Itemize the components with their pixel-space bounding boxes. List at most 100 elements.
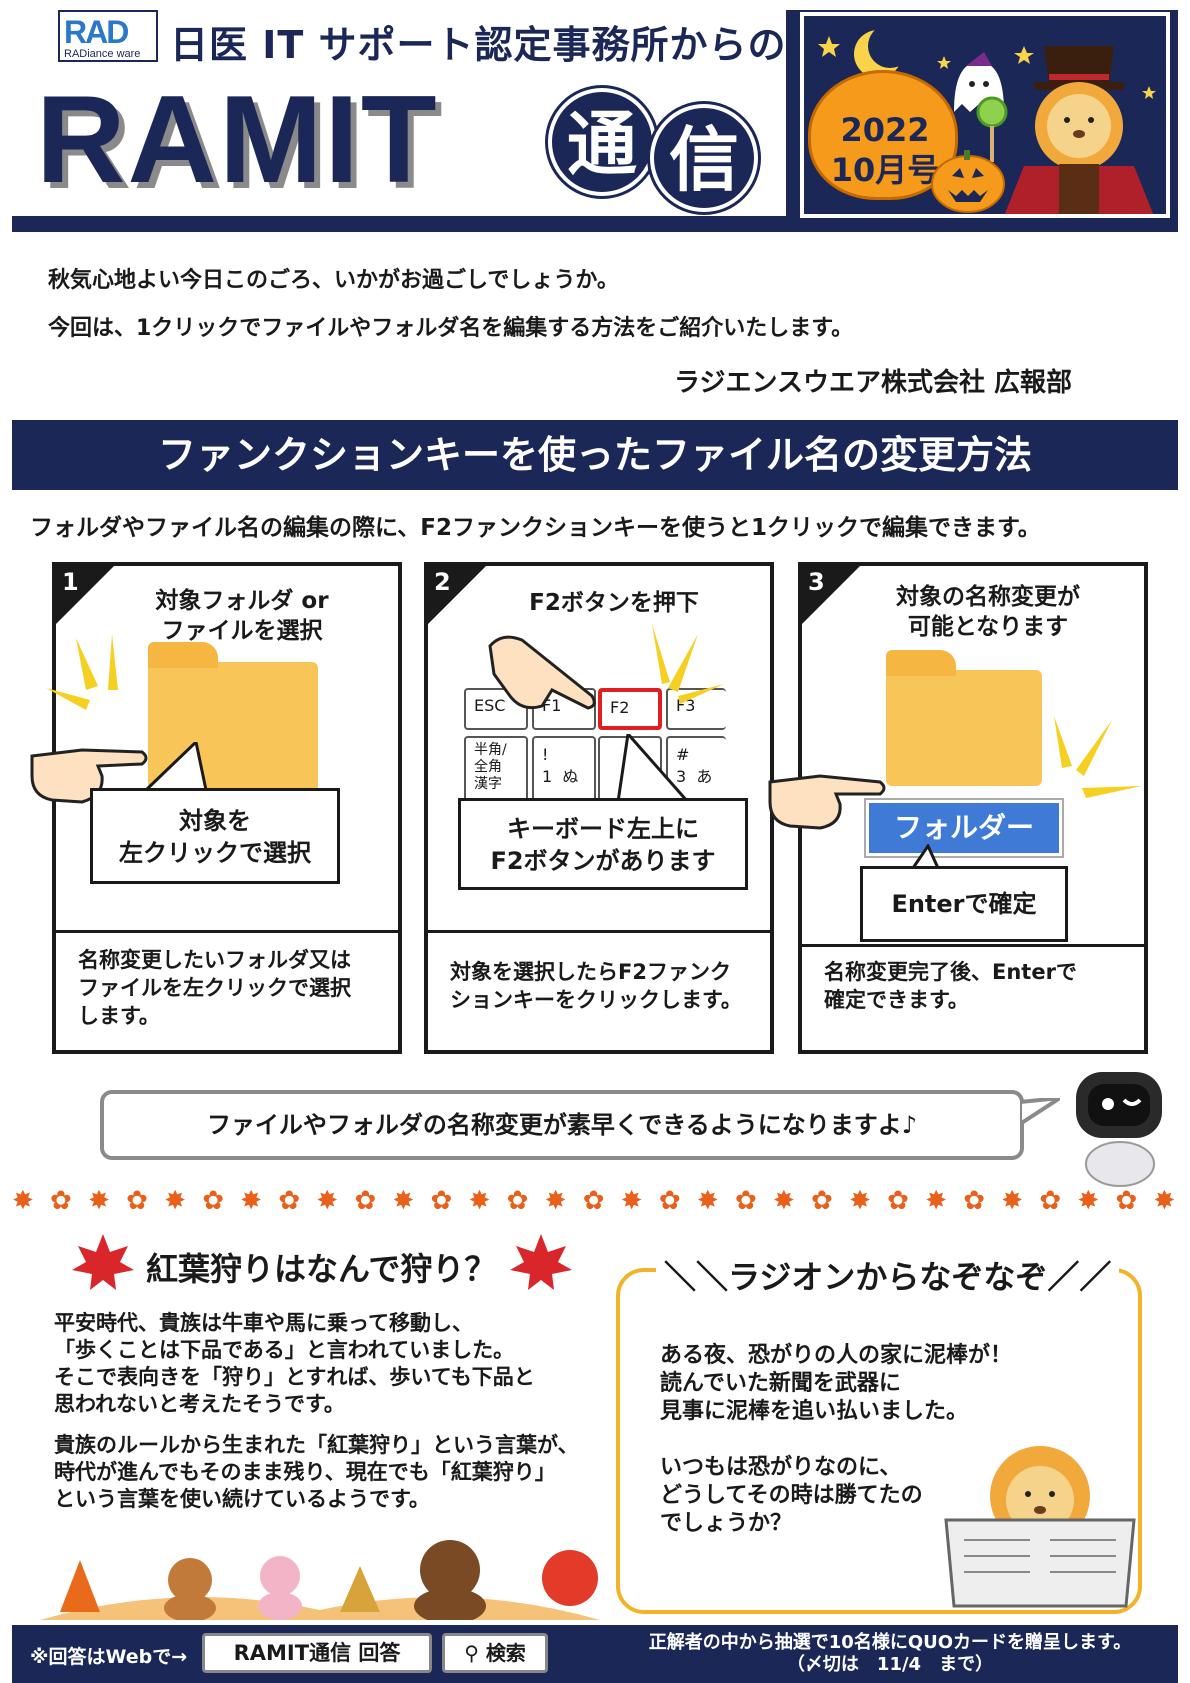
step-1-card: 1 対象フォルダ or ファイルを選択 対象を 左クリックで選択 名称変更したい… <box>30 562 402 1054</box>
step-2-number: 2 <box>434 568 451 596</box>
step-2-desc-line-2: ションキーをクリックします。 <box>450 988 742 1012</box>
riddle-p2-line-3: でしょうか？ <box>660 1511 793 1536</box>
section-title: ファンクションキーを使ったファイル名の変更方法 <box>12 420 1178 490</box>
brand-char-tsu: 通 <box>548 88 656 196</box>
key-1-num: 1 <box>542 767 553 786</box>
callout-2-tail <box>616 734 692 804</box>
step-1-desc-line-1: 名称変更したいフォルダ又は <box>78 948 351 972</box>
trivia-p2-line-3: という言葉を使い続けているようです。 <box>54 1487 430 1511</box>
trivia-p1-line-2: 「歩くことは下品である」と言われていました。 <box>54 1338 515 1362</box>
answer-search-box[interactable]: RAMIT通信 回答 <box>202 1633 432 1673</box>
step-2-title: F2ボタンを押下 <box>529 590 699 616</box>
riddle-paragraph-1: ある夜、恐がりの人の家に泥棒が！ 読んでいた新聞を武器に 見事に泥棒を追い払いま… <box>660 1342 1012 1426</box>
section-description: フォルダやファイル名の編集の際に、F2ファンクションキーを使うと1クリックで編集… <box>30 515 1041 541</box>
step-1-description: 名称変更したいフォルダ又は ファイルを左クリックで選択 します。 <box>78 946 386 1030</box>
intro-line-2: 今回は、1クリックでファイルやフォルダ名を編集する方法をご紹介いたします。 <box>48 316 854 341</box>
step-3-callout: Enterで確定 <box>860 866 1068 942</box>
issue-year: 2022 <box>840 111 930 149</box>
jack-o-lantern-icon <box>931 150 1005 213</box>
rad-logo: RAD RADiance ware <box>58 10 158 62</box>
footer-note: 正解者の中から抽選で10名様にQUOカードを贈呈します。 （〆切は 11/4 ま… <box>620 1632 1160 1676</box>
lollipop-icon <box>976 96 1008 162</box>
step-3-title: 対象の名称変更が 可能となります <box>842 582 1134 642</box>
maple-leaf-icon-2 <box>510 1234 572 1290</box>
moon-icon <box>854 24 908 78</box>
step-1-desc-line-2: ファイルを左クリックで選択 <box>78 976 351 1000</box>
step-2-card: 2 F2ボタンを押下 ESC F1 F2 F3 半角/ 全角 漢字 ! 1 ぬ … <box>424 562 774 1054</box>
step-1-desc-line-3: します。 <box>78 1004 160 1028</box>
step-3-description: 名称変更完了後、Enterで 確定できます。 <box>824 958 1132 1014</box>
step-3-corner <box>802 566 860 624</box>
key-f2: F2 <box>598 688 662 730</box>
trivia-title: 紅葉狩りはなんで狩り？ <box>146 1250 497 1288</box>
callout-1-tail <box>142 742 208 792</box>
issue-date: 2022 10月号 <box>820 110 950 190</box>
robot-mascot-icon <box>1076 1072 1162 1187</box>
key-3-kana: あ <box>696 767 713 786</box>
trivia-paragraph-1: 平安時代、貴族は牛車や馬に乗って移動し、 「歩くことは下品である」と言われていま… <box>54 1310 535 1418</box>
step-1-title-line-1: 対象フォルダ or <box>155 588 329 614</box>
trivia-p1-line-4: 思われないと考えたそうです。 <box>54 1392 345 1416</box>
key-1-shift: ! <box>542 745 549 764</box>
riddle-p2-line-2: どうしてその時は勝てたの <box>660 1483 923 1508</box>
highlight-rays-icon-2 <box>652 624 724 704</box>
riddle-p2-line-1: いつもは恐がりなのに、 <box>660 1455 902 1480</box>
key-3-shift: # <box>676 745 690 764</box>
step-2-divider <box>428 930 770 933</box>
rad-logo-subtitle: RADiance ware <box>64 48 141 60</box>
brand-title: RAMIT <box>36 71 439 209</box>
step-1-divider <box>56 930 398 933</box>
step-3-title-line-1: 対象の名称変更が <box>896 584 1080 610</box>
step-1-callout: 対象を 左クリックで選択 <box>90 788 340 884</box>
footer-web-label: ※回答はWebで→ <box>30 1646 188 1668</box>
key-hankaku-line-2: 全角 <box>474 759 502 775</box>
renaming-folder-label: フォルダー <box>864 798 1064 858</box>
bubble-tail <box>1020 1098 1060 1127</box>
brand-char-shin: 信 <box>650 104 758 212</box>
step-1-number: 1 <box>62 568 79 596</box>
key-hankaku-line-1: 半角/ <box>474 742 507 758</box>
step-2-callout-line-1: キーボード左上に <box>507 815 699 843</box>
key-1-kana: ぬ <box>562 767 579 786</box>
step-1-title-line-2: ファイルを選択 <box>161 618 323 644</box>
step-1-title: 対象フォルダ or ファイルを選択 <box>96 586 388 646</box>
maple-leaf-icon <box>72 1234 134 1290</box>
author: ラジエンスウエア株式会社 広報部 <box>673 368 1072 398</box>
search-icon: ⚲ <box>464 1641 479 1665</box>
tip-bubble: ファイルやフォルダの名称変更が素早くできるようになりますよ♪ <box>100 1090 1024 1160</box>
footer-note-line-2: （〆切は 11/4 まで） <box>786 1654 994 1675</box>
lion-vampire-icon <box>1004 46 1154 214</box>
key-1: ! 1 ぬ <box>532 736 596 802</box>
step-1-callout-line-1: 対象を <box>179 807 251 835</box>
riddle-p1-line-1: ある夜、恐がりの人の家に泥棒が！ <box>660 1343 1013 1368</box>
step-1-corner <box>56 566 114 624</box>
step-2-corner <box>428 566 486 624</box>
maple-leaf-divider-icon: ✸ ✿ ✸ ✿ ✸ ✿ ✸ ✿ ✸ ✿ ✸ ✿ ✸ ✿ ✸ ✿ ✸ ✿ ✸ ✿ … <box>12 1186 1178 1216</box>
step-1-callout-line-2: 左クリックで選択 <box>119 839 311 867</box>
step-3-divider <box>802 944 1144 947</box>
trivia-p2-line-2: 時代が進んでもそのまま残り、現在でも「紅葉狩り」 <box>54 1460 556 1484</box>
riddle-paragraph-2: いつもは恐がりなのに、 どうしてその時は勝てたの でしょうか？ <box>660 1454 923 1538</box>
intro-line-1: 秋気心地よい今日このごろ、いかがお過ごしでしょうか。 <box>48 268 619 293</box>
riddle-title: ＼＼ラジオンからなぞなぞ／／ <box>656 1252 1120 1298</box>
search-button[interactable]: ⚲ 検索 <box>442 1633 548 1673</box>
step-3-desc-line-1: 名称変更完了後、Enterで <box>824 960 1077 984</box>
riddle-p1-line-3: 見事に泥棒を追い払いました。 <box>660 1399 969 1424</box>
trivia-p1-line-1: 平安時代、貴族は牛車や馬に乗って移動し、 <box>54 1311 473 1335</box>
folder-icon-2 <box>886 650 1042 786</box>
trivia-p2-line-1: 貴族のルールから生まれた「紅葉狩り」という言葉が、 <box>54 1433 579 1457</box>
lion-reading-newspaper-icon <box>944 1446 1136 1608</box>
key-3-num: 3 <box>676 767 687 786</box>
step-3-desc-line-2: 確定できます。 <box>824 988 969 1012</box>
step-3-card: 3 対象の名称変更が 可能となります フォルダー Enterで確定 名称変更完了… <box>768 562 1148 1054</box>
step-2-callout-line-2: F2ボタンがあります <box>490 847 716 875</box>
pointing-hand-icon-2 <box>768 774 886 830</box>
issue-month: 10月号 <box>830 151 940 189</box>
riddle-p1-line-2: 読んでいた新聞を武器に <box>660 1371 901 1396</box>
footer-note-line-1: 正解者の中から抽選で10名様にQUOカードを贈呈します。 <box>648 1632 1132 1653</box>
trivia-p1-line-3: そこで表向きを「狩り」とすれば、歩いても下品と <box>54 1365 535 1389</box>
highlight-rays-icon <box>46 634 118 710</box>
highlight-rays-icon-3 <box>1054 716 1142 798</box>
step-3-number: 3 <box>808 568 825 596</box>
key-hankaku-line-3: 漢字 <box>474 776 502 792</box>
